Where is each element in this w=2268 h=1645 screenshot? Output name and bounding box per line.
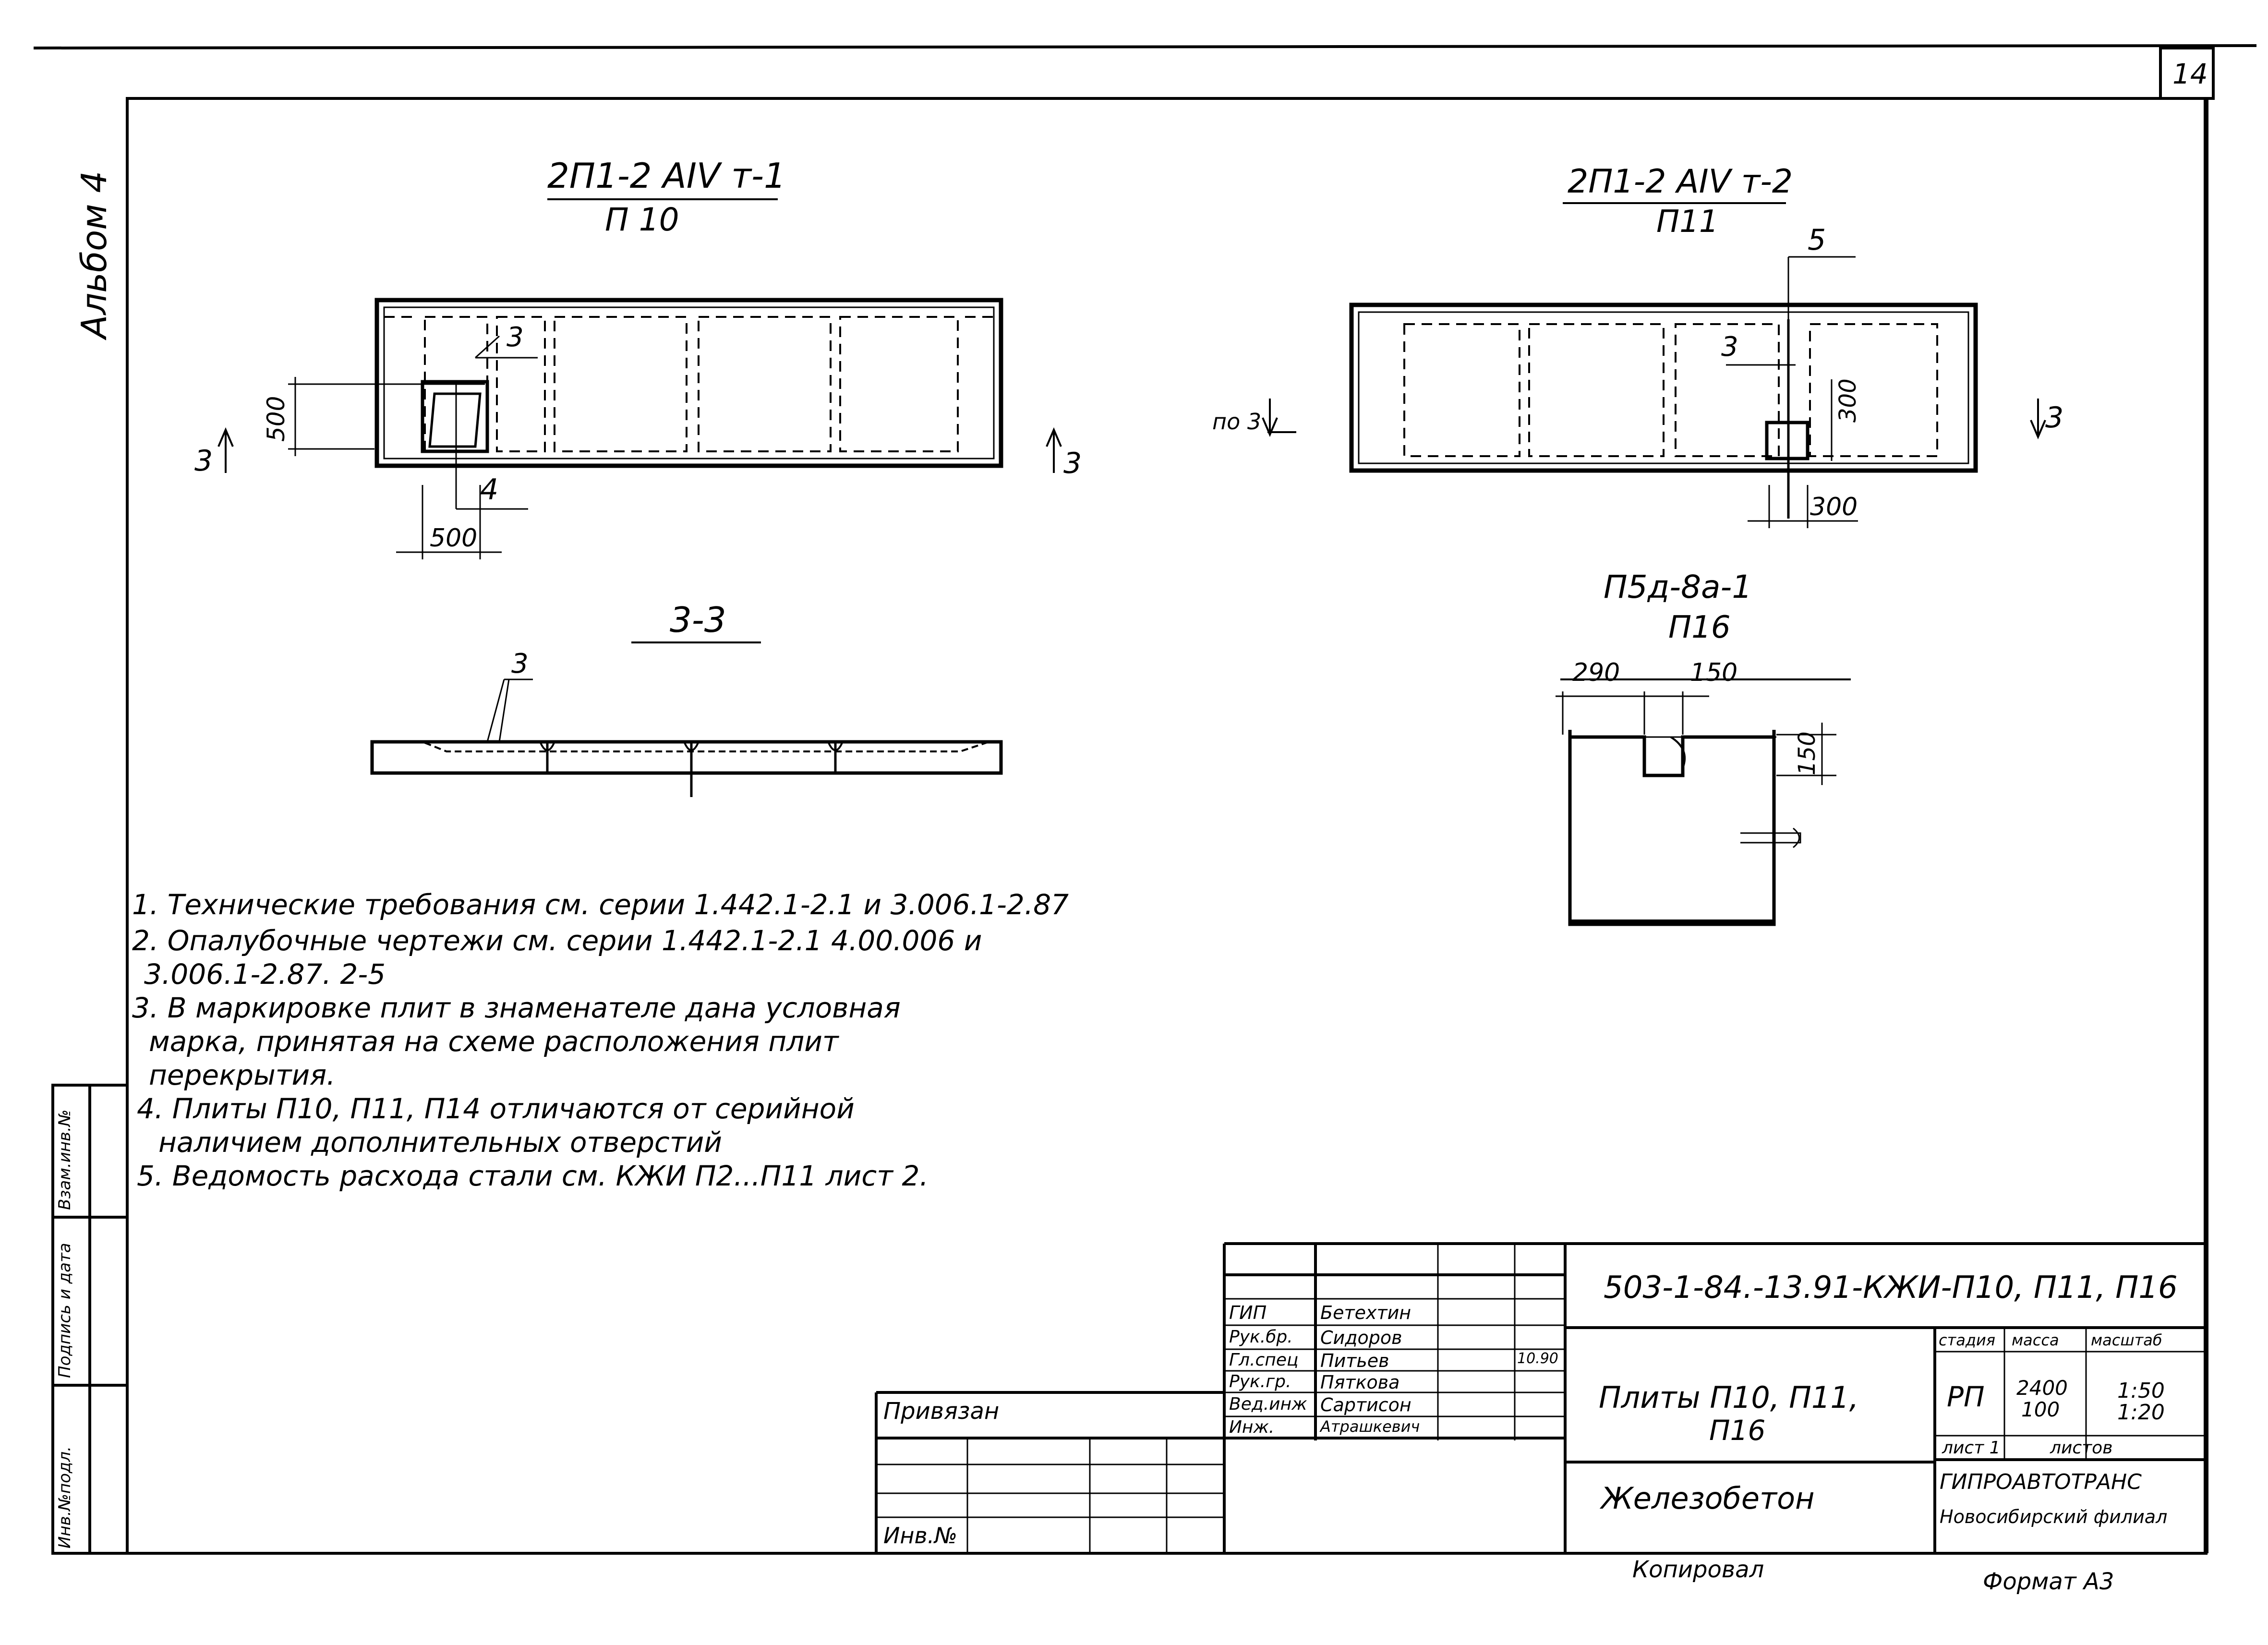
p10-dim-height: 500	[262, 396, 290, 442]
mass-value-1: 2400	[2016, 1376, 2068, 1400]
section-3-3	[370, 641, 1003, 797]
note-3: 3. В маркировке плит в знаменателе дана …	[132, 992, 901, 1024]
p10-section-left: 3	[194, 444, 213, 478]
plate-p11-plan	[1262, 202, 2046, 528]
plate-p10-plan	[217, 198, 1062, 559]
note-3-cont2: перекрытия.	[149, 1059, 336, 1091]
title-block-lines	[875, 1242, 2206, 1553]
side-stamp-sign: Подпись и дата	[55, 1243, 74, 1378]
name-ruk-gr: Пяткова	[1320, 1372, 1400, 1393]
organization-branch: Новосибирский филиал	[1940, 1506, 2168, 1527]
note-2-cont: 3.006.1-2.87. 2-5	[144, 958, 386, 991]
header-stage: стадия	[1939, 1331, 1996, 1349]
role-gl-spec: Гл.спец	[1229, 1350, 1299, 1370]
p10-mark-bottom: П 10	[605, 201, 679, 238]
p10-mark-top: 2П1-2 АIV т-1	[547, 156, 786, 196]
mass-value-2: 100	[2021, 1398, 2060, 1421]
p11-callout-3: 3	[1721, 331, 1738, 363]
plate-p16-fragment	[1556, 678, 1851, 926]
stage-value: РП	[1947, 1380, 1985, 1413]
doc-code: 503-1-84.-13.91-КЖИ-П10, П11, П16	[1604, 1270, 2178, 1306]
role-gip: ГИП	[1229, 1302, 1267, 1323]
note-5: 5. Ведомость расхода стали см. КЖИ П2...…	[137, 1160, 929, 1192]
name-ved-inzh: Сартисон	[1320, 1394, 1411, 1415]
p10-callout-3: 3	[507, 322, 524, 353]
note-2: 2. Опалубочные чертежи см. серии 1.442.1…	[132, 924, 982, 957]
p11-mark-top: 2П1-2 АIV т-2	[1568, 163, 1793, 201]
product-name-line2: П16	[1709, 1414, 1766, 1447]
inv-label: Инв.№	[883, 1523, 958, 1548]
sheet-number-box	[2159, 47, 2215, 100]
role-ruk-br: Рук.бр.	[1229, 1327, 1293, 1347]
bound-label: Привязан	[883, 1398, 1000, 1425]
sheet-format: Формат А3	[1983, 1568, 2114, 1595]
top-edge-line	[33, 44, 2257, 49]
name-inzh: Атрашкевич	[1320, 1417, 1420, 1436]
scale-value-2: 1:20	[2117, 1400, 2165, 1425]
p11-callout-5: 5	[1808, 223, 1826, 257]
organization: ГИПРОАВТОТРАНС	[1940, 1470, 2142, 1494]
scale-value-1: 1:50	[2117, 1379, 2165, 1403]
p10-section-right: 3	[1063, 447, 1082, 480]
copied-by: Копировал	[1632, 1556, 1764, 1583]
note-4: 4. Плиты П10, П11, П14 отличаются от сер…	[137, 1092, 855, 1125]
p16-mark-bottom: П16	[1668, 610, 1731, 645]
role-ruk-gr: Рук.гр.	[1229, 1372, 1291, 1391]
p16-dim-290: 290	[1572, 658, 1620, 687]
name-ruk-br: Сидоров	[1320, 1327, 1402, 1348]
p11-section-left: по 3	[1212, 409, 1262, 435]
material: Железобетон	[1601, 1481, 1815, 1516]
product-name-line1: Плиты П10, П11,	[1599, 1380, 1859, 1415]
note-1: 1. Технические требования см. серии 1.44…	[132, 888, 1069, 921]
p11-mark-bottom: П11	[1656, 204, 1719, 240]
header-mass: масса	[2012, 1331, 2059, 1349]
note-4-cont: наличием дополнительных отверстий	[158, 1126, 722, 1159]
drawing-frame	[126, 97, 2208, 1555]
p10-callout-4: 4	[480, 473, 499, 507]
sheet-number: 14	[2172, 58, 2208, 90]
role-ved-inzh: Вед.инж	[1229, 1394, 1307, 1414]
p11-dim-height: 300	[1834, 378, 1861, 423]
name-gl-spec: Питьев	[1320, 1350, 1389, 1371]
sheet-label: лист 1	[1942, 1438, 2001, 1458]
p11-dim-width: 300	[1810, 493, 1858, 521]
name-gip: Бетехтин	[1320, 1302, 1411, 1323]
sheets-label: листов	[2050, 1438, 2113, 1458]
sign-date: 10.90	[1517, 1350, 1558, 1367]
header-scale: масштаб	[2091, 1331, 2162, 1349]
role-inzh: Инж.	[1229, 1417, 1275, 1437]
album-label: Альбом 4	[74, 170, 114, 339]
section-callout-3: 3	[511, 648, 529, 679]
p11-section-right: 3	[2045, 401, 2064, 435]
p10-dim-width: 500	[430, 524, 478, 553]
section-title: 3-3	[670, 600, 726, 640]
p16-dim-150: 150	[1690, 658, 1738, 687]
p16-dim-150-vertical: 150	[1794, 731, 1821, 775]
side-stamp-replace: Взам.инв.№	[55, 1109, 74, 1210]
p16-mark-top: П5д-8а-1	[1604, 568, 1752, 605]
side-stamp-inv: Инв.№подл.	[55, 1446, 74, 1548]
note-3-cont: марка, принятая на схеме расположения пл…	[149, 1025, 839, 1058]
